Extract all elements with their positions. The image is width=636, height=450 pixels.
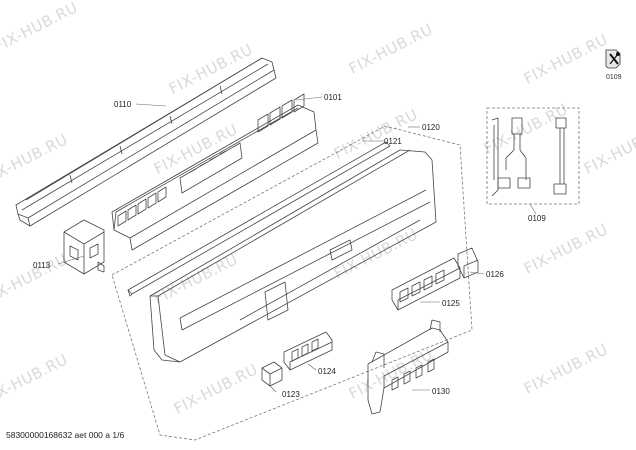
label-0120: 0120 [422,123,440,132]
label-0121: 0121 [384,137,402,146]
part-0110-rail [15,57,277,227]
label-0124: 0124 [318,367,336,376]
part-0124-button-strip [283,331,333,371]
leader-lines [57,96,537,393]
label-0125: 0125 [442,299,460,308]
label-0130: 0130 [432,387,450,396]
part-0109-cable-harness [486,107,580,205]
label-0110: 0110 [114,100,132,109]
tool-label: 0109 [606,74,622,81]
part-0113-bracket [63,219,105,275]
part-0120-front-panel [149,149,437,363]
part-0123-knob [261,361,283,387]
tool-icon-box [596,46,628,84]
part-0126-clip [457,247,479,279]
document-reference: 58300000168632 aet 000 a 1/6 [6,430,125,440]
label-0109: 0109 [528,214,546,223]
part-0121-strip [127,141,391,297]
part-0130-base-bracket [367,319,449,415]
assembly-boundary [111,125,473,441]
label-0101: 0101 [324,93,342,102]
part-0125-button-strip [391,257,461,311]
label-0123: 0123 [282,390,300,399]
label-0113: 0113 [33,261,51,270]
part-0101-control-module [111,93,319,251]
label-0126: 0126 [486,270,504,279]
wrench-screwdriver-icon [605,49,621,69]
